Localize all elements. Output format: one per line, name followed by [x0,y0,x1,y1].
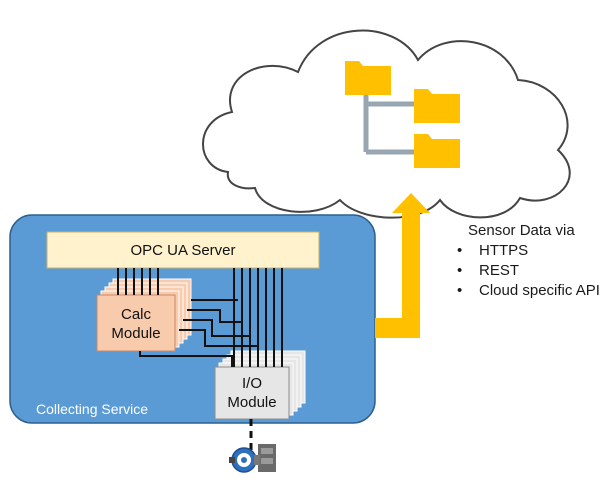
up-arrow-icon [375,193,430,338]
folder-tree [345,61,460,168]
sensor-data-item-label: Cloud specific API [479,282,600,299]
opc-ua-server-label: OPC UA Server [130,242,235,259]
io-module-stack [214,350,306,420]
calc-module-label-line2: Module [111,325,160,342]
io-module-box [214,366,290,420]
sensor-data-item: •Cloud specific API [457,282,600,299]
calc-module-box [96,294,176,352]
opc-ua-server-box [46,231,320,269]
collecting-service-label: Collecting Service [36,401,148,417]
io-module-label-line1: I/O [242,375,262,392]
cloud-icon [202,29,571,219]
calc-module-label-line1: Calc [121,306,152,323]
sensor-data-item: •REST [457,262,520,279]
sensor-data-heading: Sensor Data via [468,222,575,239]
sensor-data-item-label: HTTPS [479,242,529,259]
folder-icon [345,61,391,95]
calc-module-stack [96,278,192,352]
io-module-label-line2: Module [227,394,276,411]
folder-icon [414,134,460,168]
connection-lines [117,268,283,367]
sensor-data-list: •HTTPS •REST •Cloud specific API [455,241,600,301]
sensor-device-icon [229,444,276,473]
folder-icon [414,89,460,123]
sensor-data-item: •HTTPS [457,242,529,259]
sensor-data-item-label: REST [479,262,520,279]
